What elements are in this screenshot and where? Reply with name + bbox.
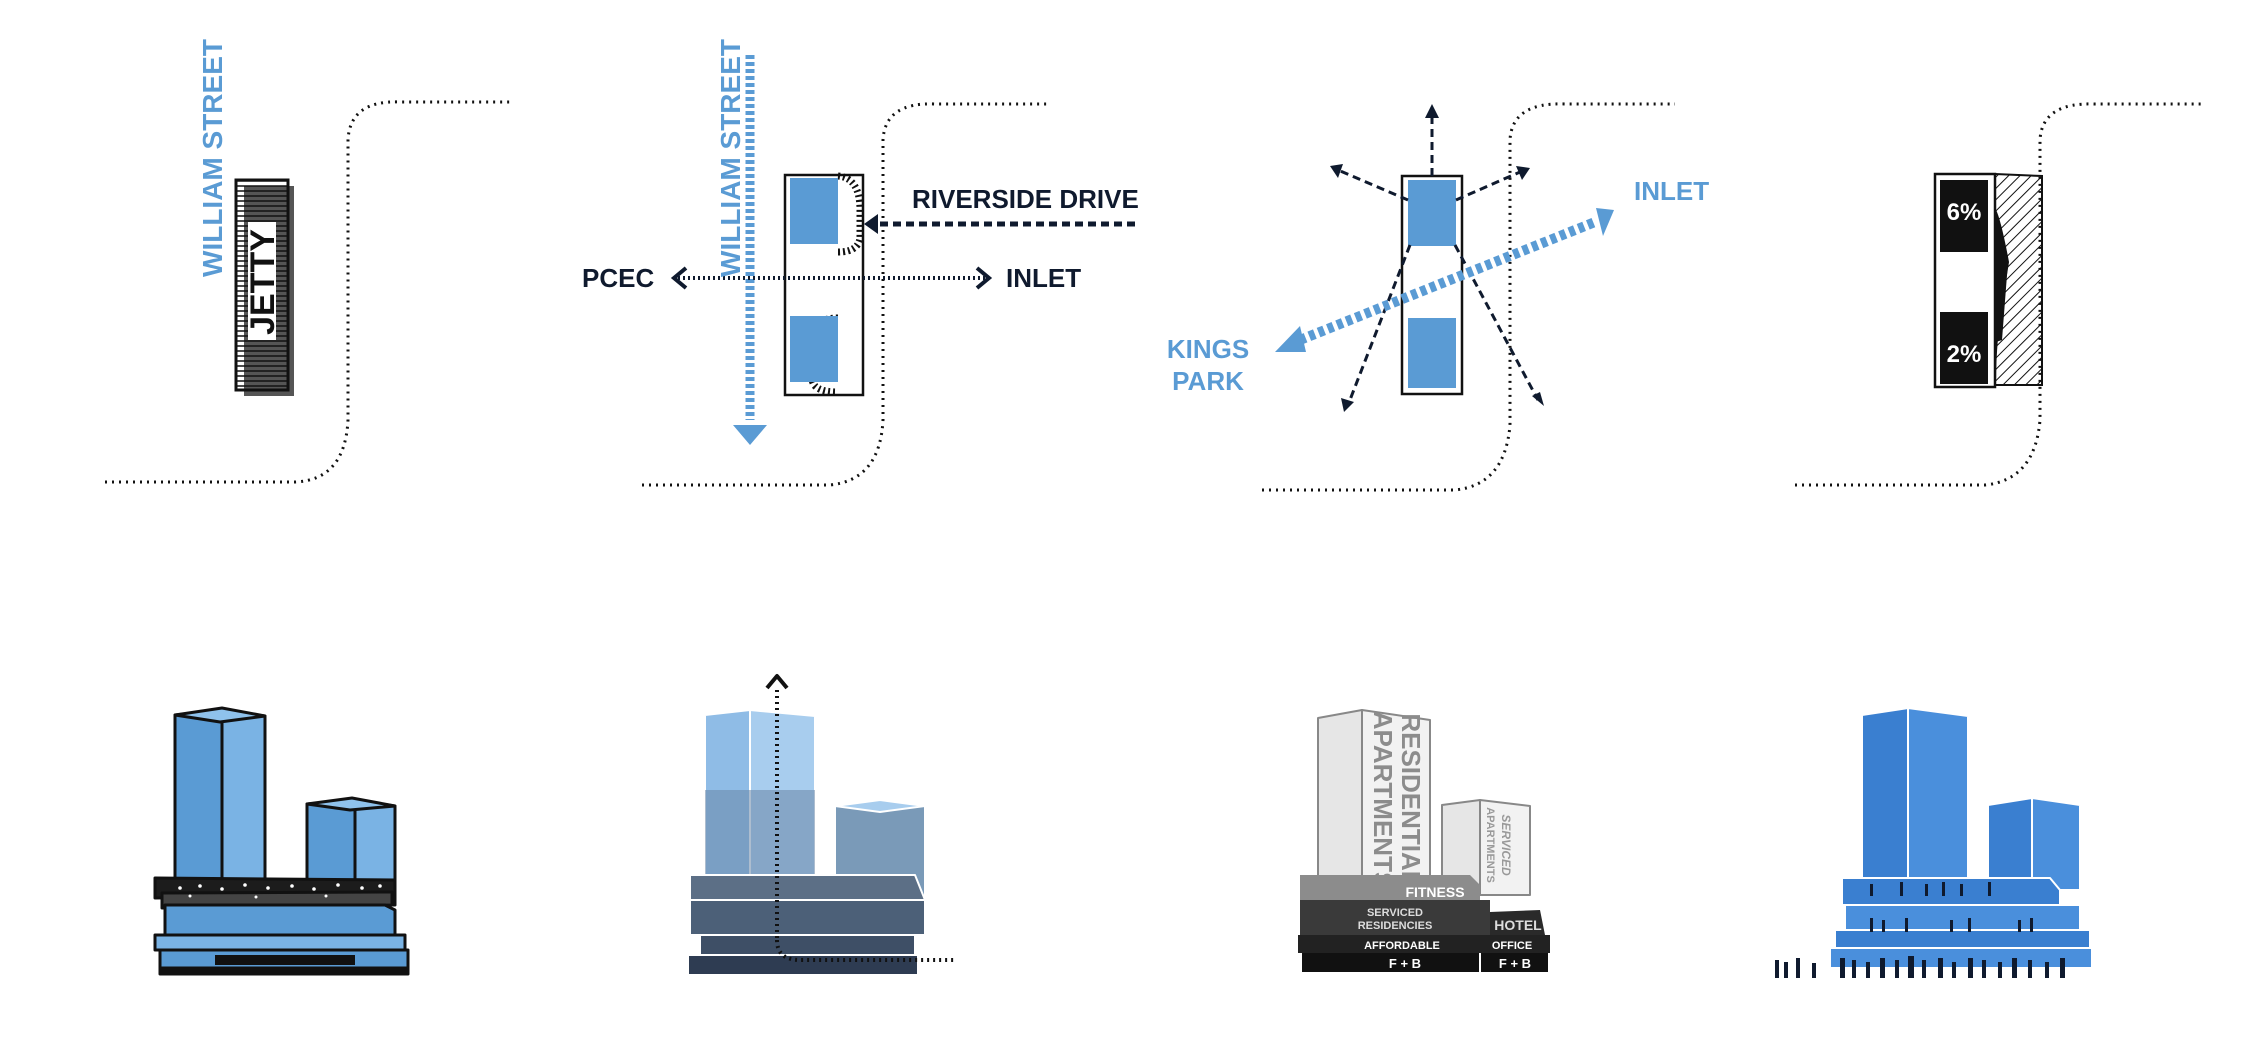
fb-left-label: F + B [1389,956,1421,971]
serviced-apts-line2: APARTMENTS [1484,807,1496,883]
fb-right-label: F + B [1499,956,1531,971]
building-massing-1 [153,706,410,976]
inlet-label-3: INLET [1634,176,1709,206]
shoreline-2 [642,102,1050,487]
hotel-label: HOTEL [1494,917,1542,933]
serviced-residencies-line1: SERVICED [1367,907,1423,919]
tower-footprint-south [790,316,838,382]
view-corridor [1298,217,1597,345]
affordable-label: AFFORDABLE [1364,940,1440,952]
office-label: OFFICE [1492,940,1532,952]
apartments-label: APARTMENTS [1368,711,1398,890]
tower-footprint-3b [1408,318,1456,388]
building-massing-3: RESIDENTIAL APARTMENTS SERVICED APARTMEN… [1298,709,1550,972]
shoreline-3 [1262,102,1675,492]
serviced-residencies-line2: RESIDENCIES [1358,920,1433,932]
street-label-2: WILLIAM STREET [715,39,746,277]
fitness-label: FITNESS [1405,884,1464,900]
riverside-label: RIVERSIDE DRIVE [912,184,1139,214]
building-massing-4 [1775,707,2093,978]
building-massing-2 [687,674,955,976]
tower-footprint-3a [1408,180,1456,246]
panel-connections: WILLIAM STREET RIVERSIDE DRIVE PCEC INLE… [582,39,1139,487]
serviced-apts-line1: SERVICED [1499,814,1513,876]
people-silhouettes [1775,882,2065,978]
site-outline-2 [783,173,865,397]
street-label-1: WILLIAM STREET [197,39,228,277]
shoreline-1 [105,100,510,484]
inlet-label-2: INLET [1006,263,1081,293]
panel-jetty: JETTY WILLIAM STREET [105,39,510,484]
percent-top: 6% [1947,199,1982,226]
jetty-label: JETTY [244,229,282,335]
percent-bottom: 2% [1947,341,1982,368]
panel-views: INLET KINGS PARK [1167,102,1709,492]
residential-label: RESIDENTIAL [1396,713,1426,886]
panel-percentages: 6% 2% [1795,102,2205,487]
pcec-label: PCEC [582,263,654,293]
tower-footprint-north [790,178,838,244]
park-label: PARK [1172,366,1244,396]
kings-label: KINGS [1167,334,1249,364]
